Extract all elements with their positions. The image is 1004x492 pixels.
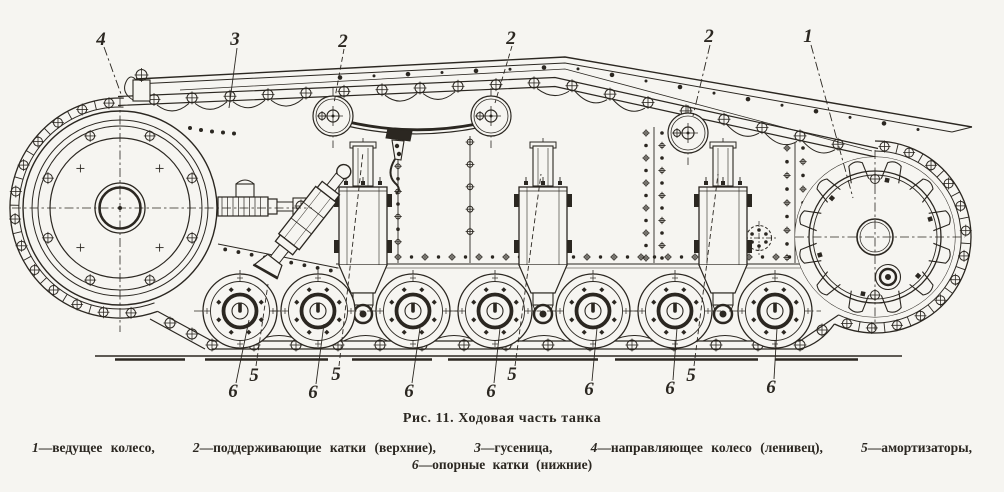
legend-item-number: 1 [32,440,39,455]
callout-road-wheel-5: 6 [584,379,594,400]
callout-road-wheel-7: 6 [766,377,776,398]
callout-shock-1: 5 [249,365,259,386]
legend-item: 6—опорные катки (нижние) [412,457,592,472]
callout-idler-wheel: 4 [95,29,106,50]
legend-item-text: —амортизаторы, [867,440,972,455]
legend-item: 2—поддерживающие катки (верхние), [193,440,436,456]
ground-line [95,355,902,361]
callout-shock-3: 5 [507,364,517,385]
callout-drive-wheel: 1 [803,26,813,47]
legend-item-text: —гусеница, [480,440,553,455]
legend-item-number: 2 [192,440,200,455]
legend-item-number: 5 [861,440,868,455]
callout-road-wheel-6: 6 [665,378,675,399]
legend-line-1: 1—ведущее колесо, 2—поддерживающие катки… [0,440,1004,456]
callout-support-roller-2: 2 [505,28,516,49]
shock-absorber-and-tensioner [217,163,352,280]
callout-shock-2: 5 [331,364,341,385]
idler-wheel [9,97,312,332]
legend-item-text: —поддерживающие катки (верхние), [199,440,436,455]
support-rollers [312,88,709,165]
suspension-units [334,138,752,325]
callout-road-wheel-1: 6 [228,381,238,402]
hull-plates-and-rivets [188,126,908,273]
legend-line-2: 6—опорные катки (нижние) [0,457,1004,473]
figure-legend: 1—ведущее колесо, 2—поддерживающие катки… [0,440,1004,473]
callout-track: 3 [229,29,240,50]
tank-running-gear-drawing: 4 3 2 2 2 1 6 5 6 5 6 6 5 6 6 5 6 [9,26,973,403]
callout-layer: 4 3 2 2 2 1 6 5 6 5 6 6 5 6 6 5 6 [95,26,813,403]
callout-leaders [103,44,854,385]
legend-item: 5—амортизаторы, [861,440,972,456]
fender-rail [124,56,973,152]
legend-item-number: 4 [590,440,598,455]
legend-item: 4—направляющее колесо (ленивец), [591,440,823,456]
callout-support-roller-1: 2 [337,31,348,52]
legend-item-text: —опорные катки (нижние) [418,457,593,472]
legend-item: 1—ведущее колесо, [32,440,155,456]
drive-sprocket [794,140,972,334]
callout-road-wheel-2: 6 [308,382,318,403]
legend-item-number: 6 [411,457,419,472]
callout-road-wheel-4: 6 [486,381,496,402]
legend-item: 3—гусеница, [474,440,552,456]
callout-support-roller-3: 2 [703,26,714,47]
callout-shock-4: 5 [686,365,696,386]
road-wheels [194,270,821,352]
figure-caption: Рис. 11. Ходовая часть танка [402,411,602,426]
legend-item-text: —ведущее колесо, [38,440,155,455]
legend-item-number: 3 [474,440,481,455]
legend-item-text: —направляющее колесо (ленивец), [597,440,823,455]
callout-road-wheel-3: 6 [404,381,414,402]
